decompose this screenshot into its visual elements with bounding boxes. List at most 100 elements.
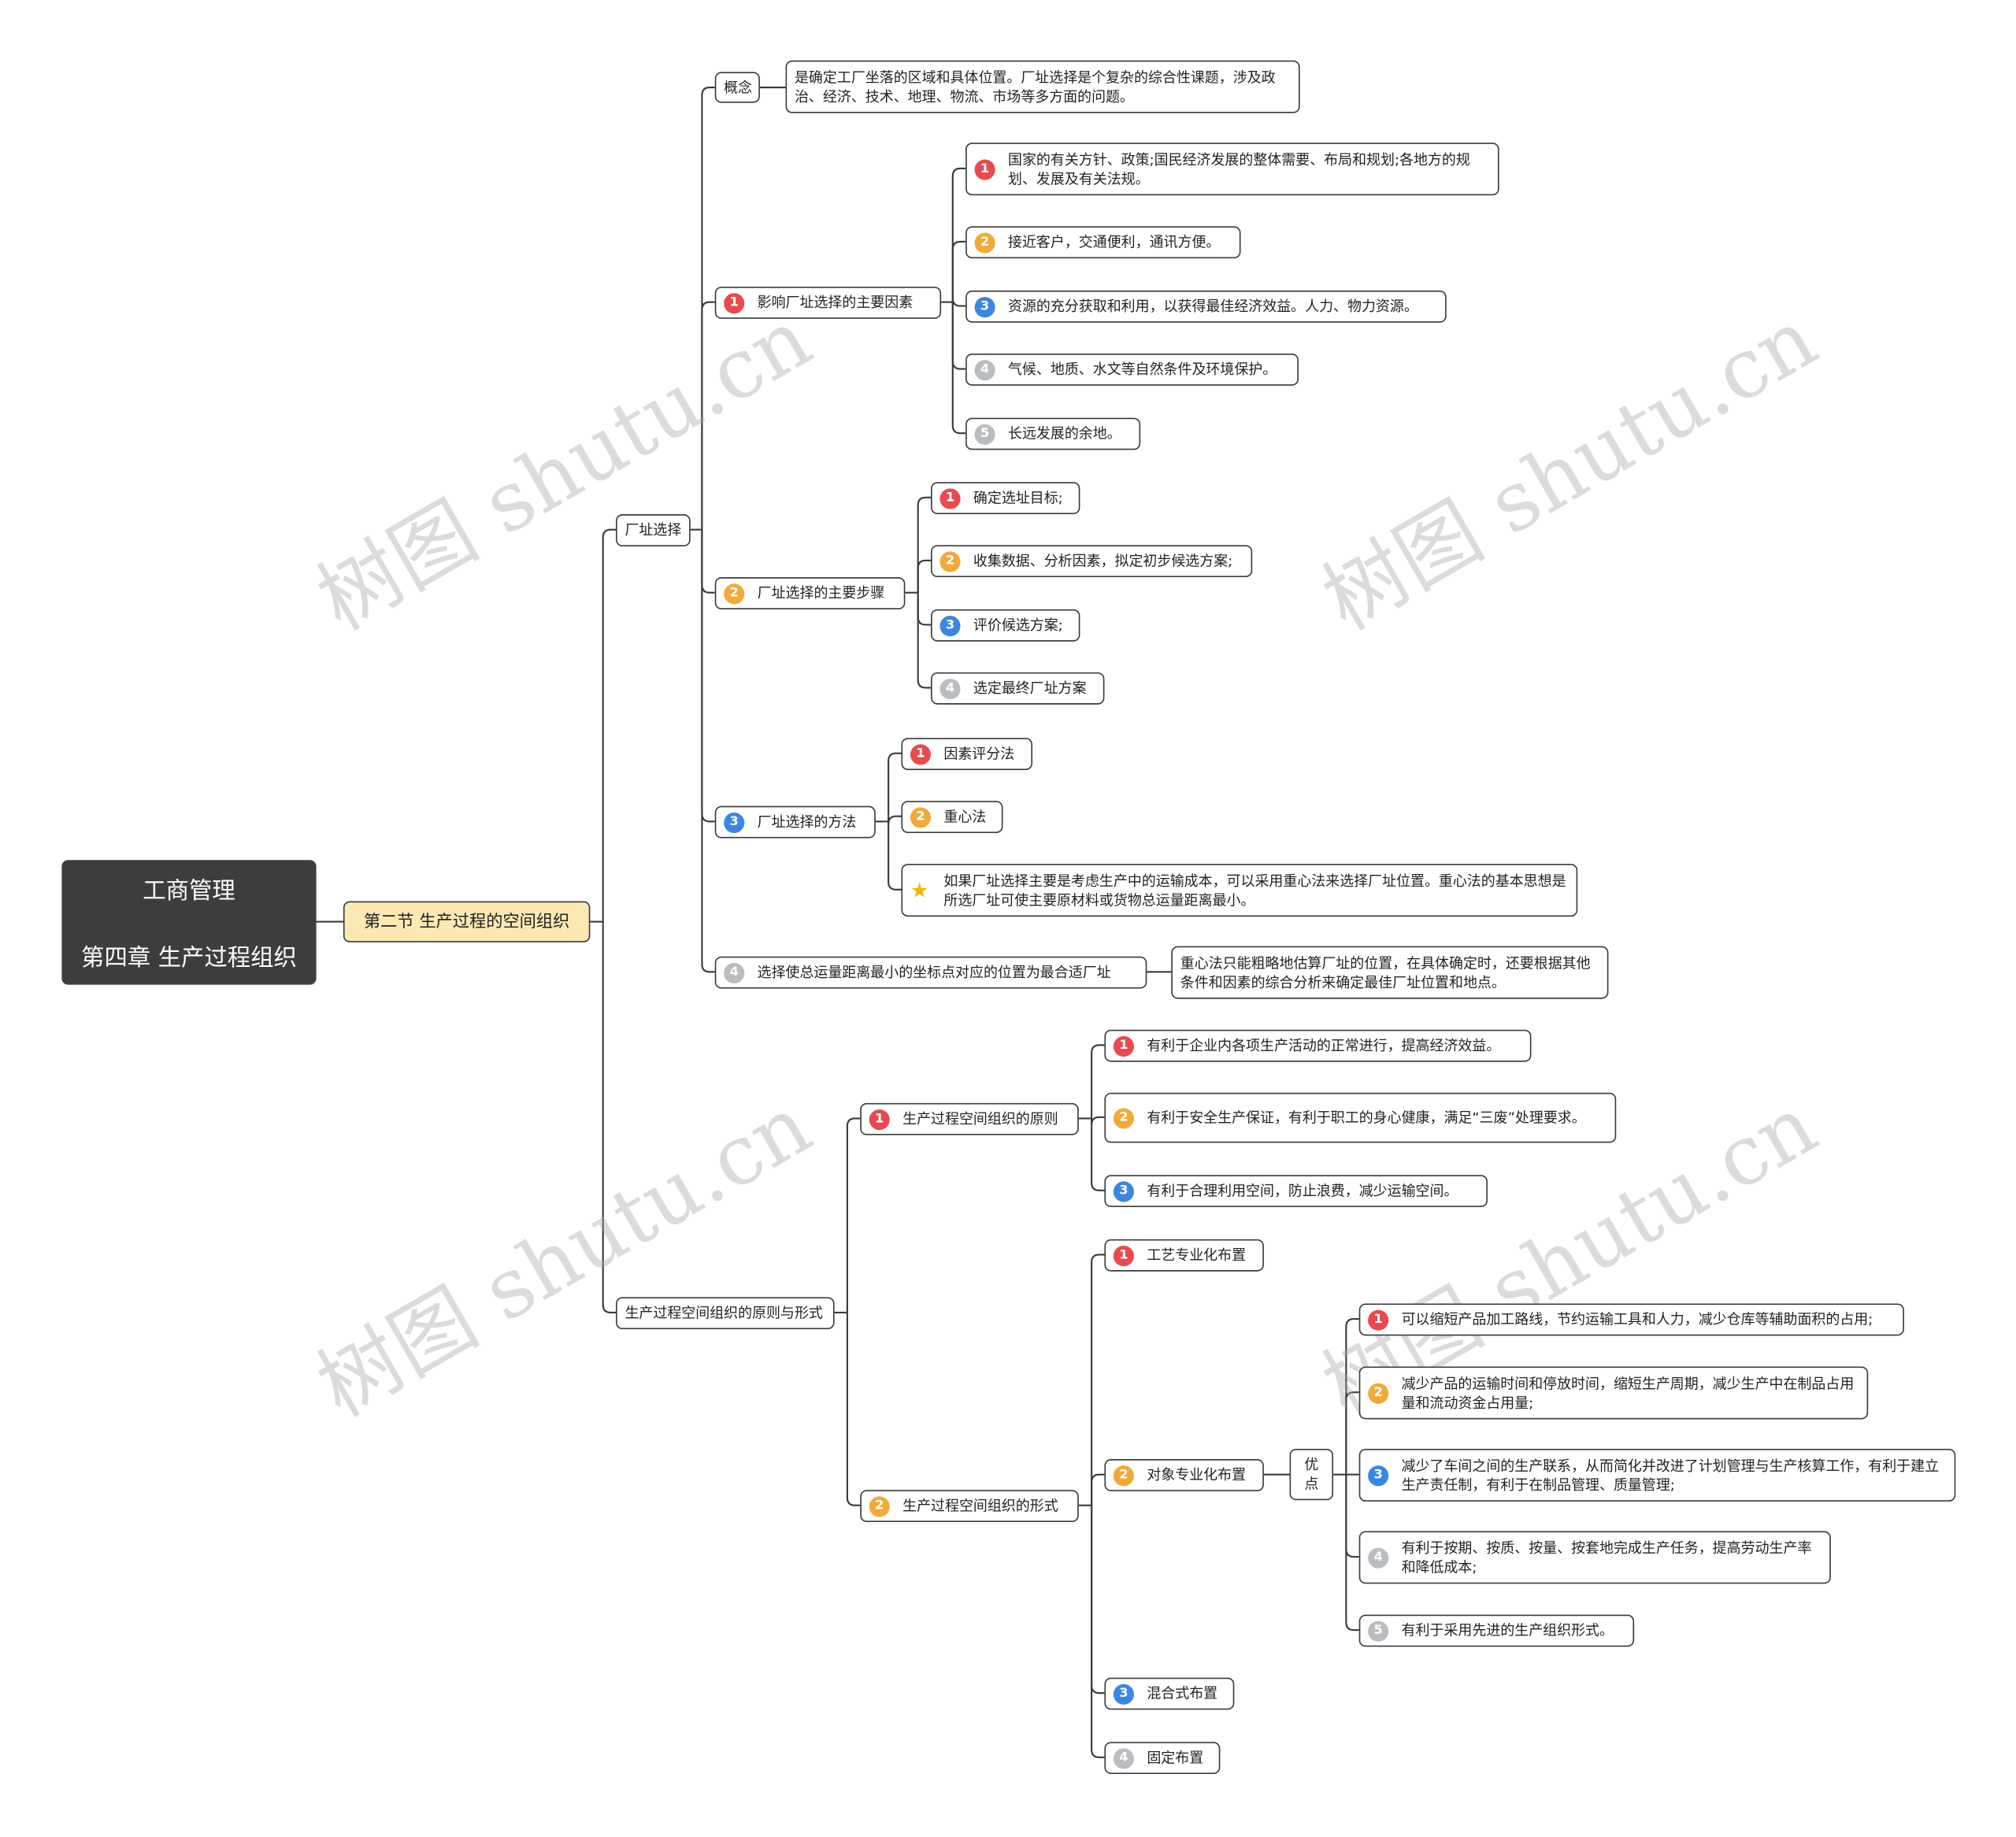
method-item[interactable]: 2 重心法 xyxy=(901,801,1003,833)
craft-node[interactable]: 1 工艺专业化布置 xyxy=(1104,1239,1264,1272)
advantage-item[interactable]: 5 有利于采用先进的生产组织形式。 xyxy=(1358,1614,1635,1647)
root-node[interactable]: 工商管理 第四章 生产过程组织 xyxy=(61,860,317,985)
principle-item[interactable]: 2 有利于安全生产保证，有利于职工的身心健康，满足“三废”处理要求。 xyxy=(1104,1092,1617,1143)
advantages-node[interactable]: 优点 xyxy=(1289,1448,1334,1501)
methods-node[interactable]: 3 厂址选择的方法 xyxy=(714,806,876,839)
badge-2-icon: 2 xyxy=(939,550,961,572)
factor-item[interactable]: 3 资源的充分获取和利用，以获得最佳经济效益。人力、物力资源。 xyxy=(965,290,1447,323)
principle-item[interactable]: 3 有利于合理利用空间，防止浪费，减少运输空间。 xyxy=(1104,1175,1488,1208)
fixed-node[interactable]: 4 固定布置 xyxy=(1104,1742,1221,1775)
factor-item-text: 接近客户，交通便利，通讯方便。 xyxy=(1007,234,1221,251)
step-item-text: 选定最终厂址方案 xyxy=(973,680,1087,697)
method-note[interactable]: ★ 如果厂址选择主要是考虑生产中的运输成本，可以采用重心法来选择厂址位置。重心法… xyxy=(901,864,1578,917)
badge-1-icon: 1 xyxy=(724,292,745,313)
mixed-node[interactable]: 3 混合式布置 xyxy=(1104,1677,1235,1710)
connector-line xyxy=(917,592,932,626)
advantage-item-text: 可以缩短产品加工路线，节约运输工具和人力，减少仓库等辅助面积的占用; xyxy=(1401,1311,1873,1328)
connector-line xyxy=(1091,1044,1105,1119)
factor-item-text: 资源的充分获取和利用，以获得最佳经济效益。人力、物力资源。 xyxy=(1007,298,1418,315)
badge-3-icon: 3 xyxy=(974,296,995,317)
connector-line xyxy=(1345,1391,1359,1475)
root-title: 工商管理 xyxy=(143,877,235,905)
star-icon: ★ xyxy=(910,877,929,902)
principles-node[interactable]: 1 生产过程空间组织的原则 xyxy=(860,1102,1079,1135)
principle-item[interactable]: 1 有利于企业内各项生产活动的正常进行，提高经济效益。 xyxy=(1104,1029,1532,1062)
forms-node[interactable]: 2 生产过程空间组织的形式 xyxy=(860,1490,1079,1523)
badge-2-icon: 2 xyxy=(1113,1107,1134,1128)
concept-text-node[interactable]: 是确定工厂坐落的区域和具体位置。厂址选择是个复杂的综合性课题，涉及政治、经济、技… xyxy=(785,60,1300,113)
connector-line xyxy=(888,752,902,822)
site-node[interactable]: 厂址选择 xyxy=(616,514,691,546)
badge-4-icon: 4 xyxy=(939,678,961,699)
connector-line xyxy=(602,528,617,922)
badge-1-icon: 1 xyxy=(1113,1245,1134,1266)
connector-line xyxy=(1091,1254,1105,1506)
badge-2-icon: 2 xyxy=(974,231,995,253)
advantage-item[interactable]: 4 有利于按期、按质、按量、按套地完成生产任务，提高劳动生产率和降低成本; xyxy=(1358,1531,1831,1584)
connector-line xyxy=(951,240,966,302)
connector-line xyxy=(888,821,902,891)
connector-line xyxy=(1345,1318,1359,1475)
space-label: 生产过程空间组织的原则与形式 xyxy=(624,1305,823,1322)
factor-item-text: 气候、地质、水文等自然条件及环境保护。 xyxy=(1007,361,1277,378)
connector-line xyxy=(888,815,902,824)
principle-item-text: 有利于合理利用空间，防止浪费，减少运输空间。 xyxy=(1147,1183,1458,1200)
object-label: 对象专业化布置 xyxy=(1147,1466,1247,1484)
advantage-item-text: 有利于按期、按质、按量、按套地完成生产任务，提高劳动生产率和降低成本; xyxy=(1401,1539,1812,1576)
mixed-label: 混合式布置 xyxy=(1147,1685,1218,1702)
badge-1-icon: 1 xyxy=(869,1109,890,1130)
advantage-item[interactable]: 3 减少了车间之间的生产联系，从而简化并改进了计划管理与生产核算工作，有利于建立… xyxy=(1358,1448,1956,1502)
connector-line xyxy=(951,298,966,307)
coord-note[interactable]: 重心法只能粗略地估算厂址的位置，在具体确定时，还要根据其他条件和因素的综合分析来… xyxy=(1171,946,1609,999)
step-item[interactable]: 2 收集数据、分析因素，拟定初步候选方案; xyxy=(931,545,1253,578)
connector-line xyxy=(1345,1474,1359,1558)
object-node[interactable]: 2 对象专业化布置 xyxy=(1104,1459,1264,1491)
method-note-text: 如果厂址选择主要是考虑生产中的运输成本，可以采用重心法来选择厂址位置。重心法的基… xyxy=(943,872,1566,909)
step-item[interactable]: 3 评价候选方案; xyxy=(931,609,1080,642)
badge-1-icon: 1 xyxy=(910,743,932,765)
factor-item[interactable]: 2 接近客户，交通便利，通讯方便。 xyxy=(965,226,1241,259)
step-item[interactable]: 4 选定最终厂址方案 xyxy=(931,672,1105,705)
step-item[interactable]: 1 确定选址目标; xyxy=(931,482,1080,515)
step-item-text: 收集数据、分析因素，拟定初步候选方案; xyxy=(973,553,1233,570)
factors-label: 影响厂址选择的主要因素 xyxy=(757,294,914,312)
factor-item[interactable]: 4 气候、地质、水文等自然条件及环境保护。 xyxy=(965,353,1299,386)
craft-label: 工艺专业化布置 xyxy=(1147,1246,1247,1264)
advantage-item[interactable]: 2 减少产品的运输时间和停放时间，缩短生产周期，减少生产中在制品占用量和流动资金… xyxy=(1358,1366,1869,1420)
space-node[interactable]: 生产过程空间组织的原则与形式 xyxy=(616,1297,835,1330)
step-item-text: 评价候选方案; xyxy=(973,617,1063,634)
connector-line xyxy=(951,302,966,370)
badge-5-icon: 5 xyxy=(974,423,995,445)
fixed-label: 固定布置 xyxy=(1147,1750,1204,1767)
connector-line xyxy=(917,559,932,593)
steps-label: 厂址选择的主要步骤 xyxy=(757,584,885,602)
badge-5-icon: 5 xyxy=(1368,1620,1389,1642)
badge-1-icon: 1 xyxy=(1368,1309,1389,1330)
badge-4-icon: 4 xyxy=(1368,1546,1389,1568)
factor-item-text: 长远发展的余地。 xyxy=(1007,425,1121,443)
connector-line xyxy=(701,529,715,973)
factors-node[interactable]: 1 影响厂址选择的主要因素 xyxy=(714,287,942,319)
connector-line xyxy=(846,1312,861,1506)
method-item-text: 重心法 xyxy=(943,808,987,826)
connector-line xyxy=(1091,1505,1105,1694)
concept-node[interactable]: 概念 xyxy=(714,72,760,103)
connector-line xyxy=(1091,1505,1105,1758)
badge-3-icon: 3 xyxy=(939,615,961,636)
advantage-item-text: 减少产品的运输时间和停放时间，缩短生产周期，减少生产中在制品占用量和流动资金占用… xyxy=(1401,1375,1855,1411)
root-subtitle: 第四章 生产过程组织 xyxy=(81,944,297,972)
factor-item[interactable]: 1 国家的有关方针、政策;国民经济发展的整体需要、布局和规划;各地方的规划、发展… xyxy=(965,143,1499,196)
connector-line xyxy=(1091,1118,1105,1191)
badge-1-icon: 1 xyxy=(939,487,961,509)
badge-2-icon: 2 xyxy=(910,806,932,828)
steps-node[interactable]: 2 厂址选择的主要步骤 xyxy=(714,577,906,609)
badge-2-icon: 2 xyxy=(869,1495,890,1517)
coord-label: 选择使总运量距离最小的坐标点对应的位置为最合适厂址 xyxy=(757,964,1111,981)
method-item[interactable]: 1 因素评分法 xyxy=(901,738,1033,770)
coord-node[interactable]: 4 选择使总运量距离最小的坐标点对应的位置为最合适厂址 xyxy=(714,956,1147,989)
factor-item[interactable]: 5 长远发展的余地。 xyxy=(965,417,1141,450)
connector-line xyxy=(951,302,966,435)
site-label: 厂址选择 xyxy=(624,521,682,539)
section-node[interactable]: 第二节 生产过程的空间组织 xyxy=(343,901,591,943)
advantage-item[interactable]: 1 可以缩短产品加工路线，节约运输工具和人力，减少仓库等辅助面积的占用; xyxy=(1358,1303,1904,1336)
